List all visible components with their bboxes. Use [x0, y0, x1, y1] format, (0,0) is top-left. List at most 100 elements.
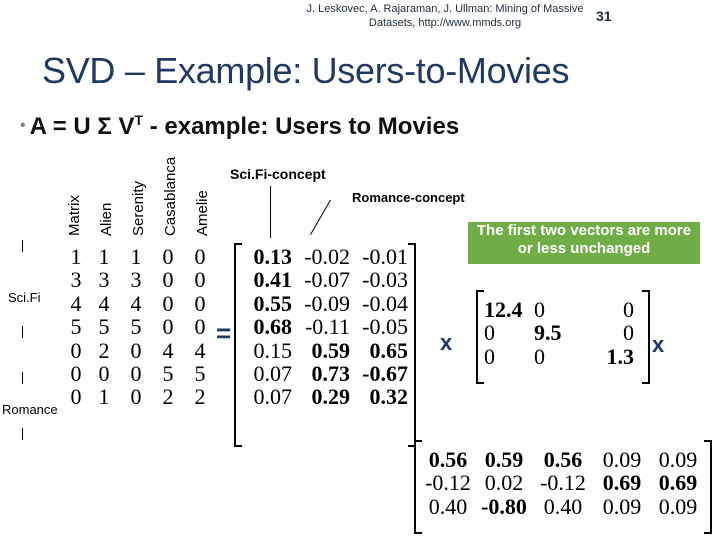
movie-label-casablanca: Casablanca	[162, 156, 179, 236]
citation-header: J. Leskovec, A. Rajaraman, J. Ullman: Mi…	[306, 3, 584, 29]
matrix-a-cell: 4	[194, 337, 206, 363]
matrix-u-cell: -0.09	[304, 290, 350, 316]
matrix-u-row: 0.41-0.07-0.03	[242, 267, 409, 293]
matrix-a-cell: 0	[70, 337, 82, 363]
matrix-a-cell: 1	[70, 244, 82, 269]
scifi-arrow-up	[22, 240, 23, 252]
matrix-a-cell: 0	[130, 360, 142, 386]
matrix-vt-cell: 0.69	[658, 470, 698, 496]
matrix-u-cell: 0.07	[253, 360, 293, 386]
matrix-a-cell: 0	[70, 384, 82, 410]
romance-arrow-down	[22, 428, 23, 440]
matrix-vt-cell: 0.56	[543, 447, 583, 472]
matrix-sigma-cell: 0	[534, 343, 545, 369]
matrix-u-cell: 0.73	[311, 360, 351, 386]
matrix-vt-cell: 0.09	[658, 493, 698, 519]
bullet-dot-icon: •	[20, 117, 26, 134]
scifi-arrow-down	[22, 326, 23, 338]
matrix-u-cell: 0.15	[253, 337, 293, 363]
matrix-u-cell: -0.01	[362, 244, 408, 269]
matrix-vt-cell: 0.09	[658, 447, 698, 472]
romance-concept-label: Romance-concept	[352, 190, 465, 205]
matrix-vt-left-bracket	[414, 440, 422, 534]
matrix-u-cell: -0.07	[304, 267, 350, 293]
bullet-line: •A = U Σ VT - example: Users to Movies	[20, 112, 459, 141]
equals-sign: =	[216, 318, 232, 348]
matrix-a-cell: 0	[98, 360, 110, 386]
matrix-vt-cell: 0.40	[543, 493, 583, 519]
scifi-concept-pointer	[270, 186, 271, 238]
matrix-sigma-cell: 12.4	[484, 297, 523, 322]
matrix-u-cell: 0.41	[253, 267, 293, 293]
matrix-u-cell: 0.13	[253, 244, 293, 269]
matrix-a-cell: 5	[70, 314, 82, 340]
scifi-label: Sci.Fi	[8, 290, 41, 305]
matrix-a-cell: 0	[130, 337, 142, 363]
movie-label-alien: Alien	[98, 202, 115, 236]
matrix-u-row: 0.68-0.11-0.05	[242, 314, 409, 340]
matrix-a-cell: 1	[98, 244, 110, 269]
matrix-vt-right-bracket	[704, 440, 712, 534]
matrix-u-row: 0.55 -0.09 -0.04	[242, 290, 409, 316]
matrix-sigma-cell: 9.5	[534, 320, 562, 346]
page-number: 31	[596, 8, 612, 24]
matrix-a-cell: 5	[130, 314, 142, 340]
matrix-a-cell: 0	[194, 290, 206, 316]
matrix-vt-cell: 0.02	[484, 470, 524, 496]
matrix-a-cell: 5	[194, 360, 206, 386]
matrix-sigma-cell: 0	[484, 343, 495, 369]
matrix-vt-cell: -0.12	[540, 470, 586, 496]
matrix-u-right-bracket	[408, 243, 416, 447]
matrix-vt-cell: 0.56	[428, 447, 468, 472]
matrix-a-cell: 0	[70, 360, 82, 386]
matrix-a-cell: 2	[194, 384, 206, 410]
matrix-u-row: 0.13-0.02-0.01	[242, 244, 409, 269]
matrix-a-cell: 2	[98, 337, 110, 363]
matrix-a-cell: 4	[162, 337, 174, 363]
scifi-concept-label: Sci.Fi-concept	[230, 166, 326, 182]
matrix-sigma-left-bracket	[476, 290, 484, 384]
matrix-a-cell: 4	[98, 290, 110, 316]
matrix-a-cell: 4	[130, 290, 142, 316]
matrix-a-cell: 0	[162, 244, 174, 269]
movie-label-matrix: Matrix	[66, 195, 83, 236]
matrix-a-cell: 1	[130, 244, 142, 269]
matrix-sigma-right-bracket	[642, 290, 650, 384]
matrix-vt-cell: 0.40	[428, 493, 468, 519]
bullet-formula: A = U Σ V	[29, 113, 135, 140]
matrix-sigma-cell: 0	[484, 320, 495, 346]
matrix-a-cell: 2	[162, 384, 174, 410]
matrix-u-cell: -0.67	[362, 360, 408, 386]
matrix-a-cell: 3	[70, 267, 82, 293]
movie-label-serenity: Serenity	[130, 180, 147, 236]
matrix-a-cell: 5	[162, 360, 174, 386]
matrix-a-cell: 5	[98, 314, 110, 340]
matrix-u-cell: 0.59	[311, 337, 351, 363]
matrix-u-cell: 0.55	[253, 290, 293, 316]
matrix-vt-cell: 0.09	[602, 447, 642, 472]
matrix-u-cell: -0.05	[362, 314, 408, 340]
matrix-u-cell: -0.04	[362, 290, 408, 316]
bullet-superscript: T	[134, 112, 144, 128]
times-sign-2: x	[652, 332, 665, 357]
matrix-a-cell: 3	[130, 267, 142, 293]
matrix-u-left-bracket	[234, 243, 242, 447]
matrix-a-cell: 0	[162, 314, 174, 340]
matrix-a-cell: 0	[130, 384, 142, 410]
romance-label: Romance	[2, 402, 58, 417]
matrix-sigma-cell: 0	[623, 297, 634, 322]
